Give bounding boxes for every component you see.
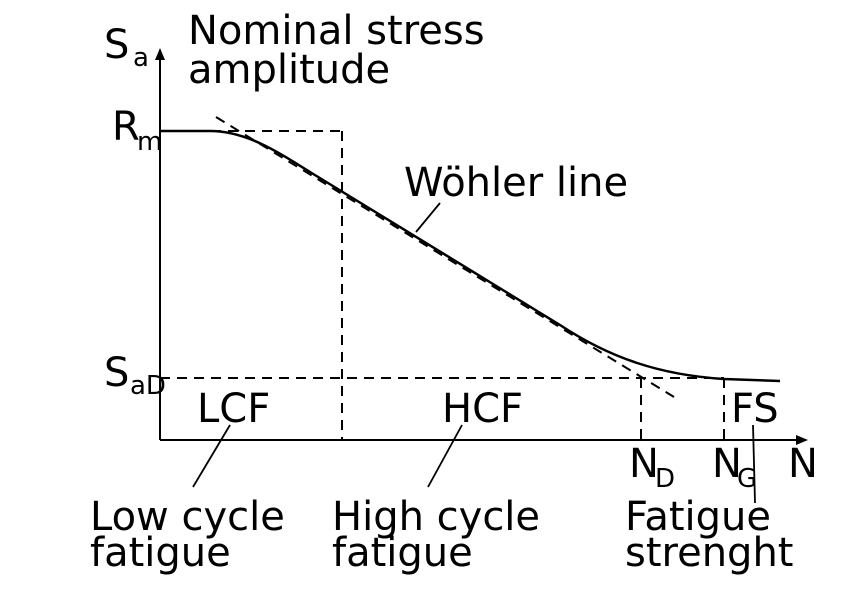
region-lcf: LCF [197,386,270,432]
woehler-curve [160,129,781,383]
low-cycle-desc-line1: Low cycle [90,494,285,540]
high-cycle-desc-line1: High cycle [332,494,540,540]
lcf-leader [192,424,231,488]
low-cycle-desc-line2: fatigue [90,530,231,576]
x-axis-symbol: N [788,441,818,487]
y-axis-title-line2: amplitude [188,47,390,93]
y-axis-symbol: S [104,22,129,68]
fatigue-strength-desc-line1: Fatigue [625,494,771,540]
rm-label-subscript: m [137,127,162,157]
sad-label: S [104,350,129,396]
ng-label-subscript: G [737,464,757,494]
sad-label-subscript: aD [130,371,166,401]
curve-label: Wöhler line [404,160,628,206]
tangent-dashed-line [215,116,675,398]
rm-label: R [112,104,140,150]
y-axis-symbol-subscript: a [133,43,149,73]
high-cycle-desc-line2: fatigue [332,530,473,576]
y-axis-title-line1: Nominal stress [188,8,485,54]
nd-label-subscript: D [655,464,675,494]
hcf-leader [427,424,463,488]
region-fs: FS [731,386,779,432]
curve-label-leader [415,202,441,233]
fs-leader [752,424,756,504]
ng-label: N [712,441,742,487]
region-hcf: HCF [442,386,523,432]
nd-label: N [629,441,659,487]
fatigue-strength-desc-line2: strenght [625,530,793,576]
